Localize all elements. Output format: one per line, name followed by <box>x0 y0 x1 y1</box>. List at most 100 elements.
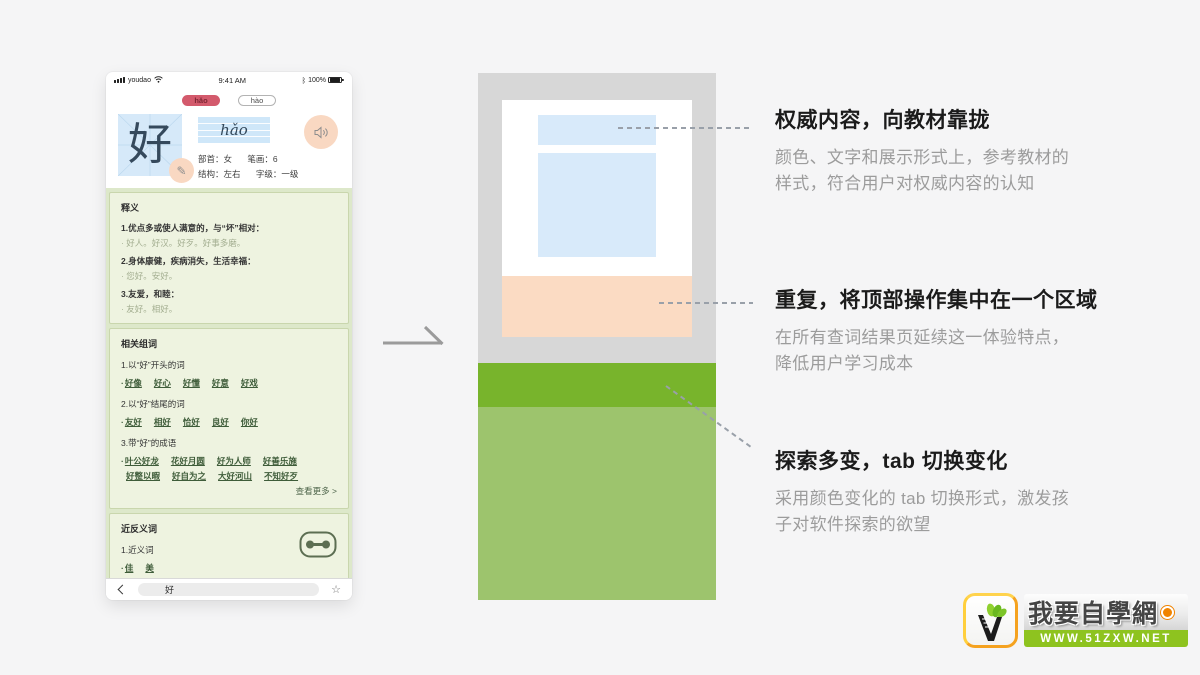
annotation-title: 权威内容，向教材靠拢 <box>775 109 990 132</box>
section-definitions: 释义 1.优点多或使人满意的，与“坏”相对： · 好人。好汉。好歹。好事多磨。 … <box>109 192 349 324</box>
handwriting-button[interactable]: ✎ <box>169 158 194 183</box>
section-related-words: 相关组词 1.以“好”开头的词 ·好像好心好懂好意好戏 2.以“好”结尾的词 ·… <box>109 328 349 509</box>
word-link[interactable]: 恰好 <box>182 417 200 427</box>
search-value: 好 <box>165 585 175 595</box>
section-title: 近反义词 <box>121 524 158 534</box>
pinyin-four-line-grid: hǎo <box>198 117 270 143</box>
see-more-link[interactable]: 查看更多 > <box>295 486 337 496</box>
word-link[interactable]: 花好月圆 <box>170 456 205 466</box>
wireframe-white-card <box>502 100 692 337</box>
annotation-body: 颜色、文字和展示形式上，参考教材的 样式，符合用户对权威内容的认知 <box>775 148 1070 193</box>
word-link[interactable]: 友好 <box>124 417 142 427</box>
word-link[interactable]: 好懂 <box>182 378 200 388</box>
battery-percent: 100% <box>308 76 326 84</box>
definition-examples: · 您好。安好。 <box>121 271 178 281</box>
grade-label: 字级： <box>255 169 282 179</box>
annotation-title: 探索多变，tab 切换变化 <box>775 450 1008 473</box>
cell-signal-icon <box>114 77 125 83</box>
watermark-title-row: 我要自學網 <box>1024 594 1188 630</box>
wireframe-content-block <box>538 153 656 257</box>
section-title: 相关组词 <box>121 339 158 349</box>
compare-capsule-icon <box>299 531 337 563</box>
word-group-label: 1.以“好”开头的词 <box>121 360 185 370</box>
section-synonyms-antonyms: 近反义词 1.近义词 ·佳 美 <box>109 513 349 578</box>
word-link[interactable]: 好像 <box>124 378 142 388</box>
status-bar: youdao 9:41 AM ᛒ 100% <box>106 72 352 88</box>
tab-hao3-active[interactable]: hǎo <box>182 94 220 106</box>
word-row: 好整以暇 好自为之 大好河山 不知好歹 <box>121 470 337 482</box>
word-link[interactable]: 不知好歹 <box>264 471 299 481</box>
word-link[interactable]: 好自为之 <box>172 471 207 481</box>
structure-label: 结构： <box>198 169 224 179</box>
watermark-url: WWW.51ZXW.NET <box>1040 632 1172 645</box>
wireframe-mockup <box>478 73 716 600</box>
wireframe-tab-bar-block <box>478 363 716 407</box>
battery-icon <box>328 76 344 84</box>
word-link[interactable]: 好心 <box>153 378 171 388</box>
carrier-label: youdao <box>128 76 151 84</box>
tab-hao4[interactable]: hào <box>238 94 276 106</box>
word-link[interactable]: 良好 <box>211 417 229 427</box>
bullet: · <box>121 417 124 427</box>
section-title: 释义 <box>121 203 140 213</box>
pinyin-tabs: hǎo hào <box>106 88 352 112</box>
bottom-nav-bar: 好 ☆ <box>106 578 352 600</box>
wireframe-header-block <box>538 115 656 145</box>
word-link[interactable]: 好善乐施 <box>262 456 297 466</box>
watermark-logo-icon <box>963 593 1018 648</box>
site-watermark: 我要自學網 WWW.51ZXW.NET <box>963 592 1189 650</box>
annotation-repetition: 重复，将顶部操作集中在一个区域 在所有查词结果页延续这一体验特点， 降低用户学习… <box>775 286 1185 377</box>
word-link[interactable]: 好整以暇 <box>126 471 161 481</box>
status-time: 9:41 AM <box>218 75 247 85</box>
word-link[interactable]: 好为人师 <box>216 456 251 466</box>
definition-examples: · 友好。相好。 <box>121 304 178 314</box>
wifi-icon <box>154 75 163 85</box>
annotation-exploration: 探索多变，tab 切换变化 采用颜色变化的 tab 切换形式，激发孩 子对软件探… <box>775 447 1185 538</box>
pencil-icon: ✎ <box>176 163 187 178</box>
grade-value: 一级 <box>281 169 299 179</box>
bluetooth-icon: ᛒ <box>301 75 307 85</box>
annotation-authoritative: 权威内容，向教材靠拢 颜色、文字和展示形式上，参考教材的 样式，符合用户对权威内… <box>775 106 1185 197</box>
word-group-label: 1.近义词 <box>121 545 154 555</box>
phone-screenshot: youdao 9:41 AM ᛒ 100% hǎo hào 好 ✎ <box>106 72 352 600</box>
word-link[interactable]: 美 <box>145 563 154 573</box>
character-meta: 部首：女 笔画：6 结构：左右 字级：一级 <box>198 152 342 182</box>
radical-label: 部首： <box>198 154 224 164</box>
word-link[interactable]: 叶公好龙 <box>124 456 159 466</box>
strokes-label: 笔画： <box>247 154 273 164</box>
word-row: ·友好 相好 恰好 良好 你好 <box>121 416 337 428</box>
wireframe-action-block <box>502 276 692 337</box>
word-link[interactable]: 佳 <box>124 563 134 573</box>
word-link[interactable]: 好戏 <box>240 378 258 388</box>
word-link[interactable]: 你好 <box>240 417 258 427</box>
strokes-value: 6 <box>272 154 278 164</box>
wireframe-body-block <box>478 407 716 600</box>
dictionary-content: 释义 1.优点多或使人满意的，与“坏”相对： · 好人。好汉。好歹。好事多磨。 … <box>106 188 352 578</box>
definition-text: 1.优点多或使人满意的，与“坏”相对： <box>121 223 265 233</box>
watermark-seal-icon <box>1161 605 1175 619</box>
word-link[interactable]: 大好河山 <box>218 471 253 481</box>
character-details: hǎo 部首：女 笔画：6 结构：左右 字级：一级 <box>198 114 342 188</box>
bullet: · <box>121 563 124 573</box>
annotation-body: 在所有查词结果页延续这一体验特点， 降低用户学习成本 <box>775 328 1070 373</box>
radical-value: 女 <box>223 154 233 164</box>
hanzi-grid-box: 好 ✎ <box>118 114 194 183</box>
watermark-text-block: 我要自學網 WWW.51ZXW.NET <box>1024 594 1188 647</box>
definition-text: 3.友爱，和睦： <box>121 289 180 299</box>
hanzi-character: 好 <box>128 119 172 170</box>
word-link[interactable]: 相好 <box>153 417 171 427</box>
watermark-url-bar: WWW.51ZXW.NET <box>1024 630 1188 647</box>
search-input[interactable]: 好 <box>138 583 320 596</box>
word-group-label: 3.带“好”的成语 <box>121 438 177 448</box>
wireframe-gray-canvas <box>478 73 716 363</box>
transition-arrow-icon <box>381 321 447 354</box>
back-icon[interactable] <box>117 584 128 595</box>
word-row: ·叶公好龙花好月圆好为人师好善乐施 <box>121 455 337 467</box>
character-header: 好 ✎ hǎo 部首：女 笔画：6 <box>106 112 352 188</box>
word-link[interactable]: 好意 <box>211 378 229 388</box>
favorite-star-icon[interactable]: ☆ <box>331 584 341 596</box>
pronounce-button[interactable] <box>304 115 338 149</box>
definition-examples: · 好人。好汉。好歹。好事多磨。 <box>121 238 246 248</box>
watermark-site-name: 我要自學網 <box>1028 600 1159 628</box>
structure-value: 左右 <box>223 169 241 179</box>
